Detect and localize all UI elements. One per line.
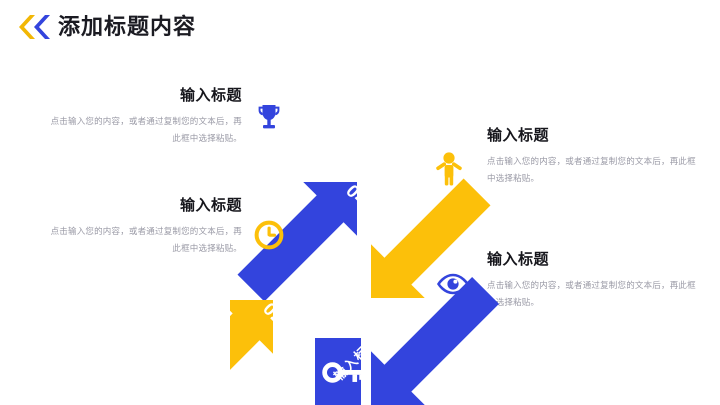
eye-icon <box>436 273 470 300</box>
zigzag-arrow-diagram: 04 输入标题 输入标题 03 02 输入标题 <box>230 80 500 405</box>
text-block-heading: 输入标题 <box>179 197 242 214</box>
double-chevron-left-icon <box>14 14 54 40</box>
page-title: 添加标题内容 <box>58 14 197 39</box>
arrow-step-04 <box>237 182 357 302</box>
text-block-heading: 输入标题 <box>179 87 242 104</box>
trophy-icon <box>256 103 282 136</box>
text-block-bottom-right: 输入标题 点击输入您的内容，或者通过复制您的文本后，再此框中选择粘贴。 <box>487 250 702 311</box>
text-block-heading: 输入标题 <box>487 127 550 144</box>
text-block-heading: 输入标题 <box>487 251 550 268</box>
clock-icon <box>254 220 284 255</box>
text-block-body: 点击输入您的内容，或者通过复制您的文本后，再此框中选择粘贴。 <box>50 226 242 253</box>
text-block-bottom-left: 输入标题 点击输入您的内容，或者通过复制您的文本后，再此框中选择粘贴。 <box>42 196 242 257</box>
text-block-body: 点击输入您的内容，或者通过复制您的文本后，再此框中选择粘贴。 <box>50 116 242 143</box>
text-block-top-left: 输入标题 点击输入您的内容，或者通过复制您的文本后，再此框中选择粘贴。 <box>42 86 242 147</box>
text-block-body: 点击输入您的内容，或者通过复制您的文本后，再此框中选择粘贴。 <box>487 280 696 307</box>
slide-header: 添加标题内容 <box>0 0 720 62</box>
arrow-step-03 <box>371 178 491 298</box>
key-icon <box>322 362 364 383</box>
person-icon <box>435 152 463 191</box>
arrow-step-01 <box>371 277 499 405</box>
arrow-step-02 <box>230 300 273 405</box>
text-block-top-right: 输入标题 点击输入您的内容，或者通过复制您的文本后，再此框中选择粘贴。 <box>487 126 702 187</box>
text-block-body: 点击输入您的内容，或者通过复制您的文本后，再此框中选择粘贴。 <box>487 156 696 183</box>
